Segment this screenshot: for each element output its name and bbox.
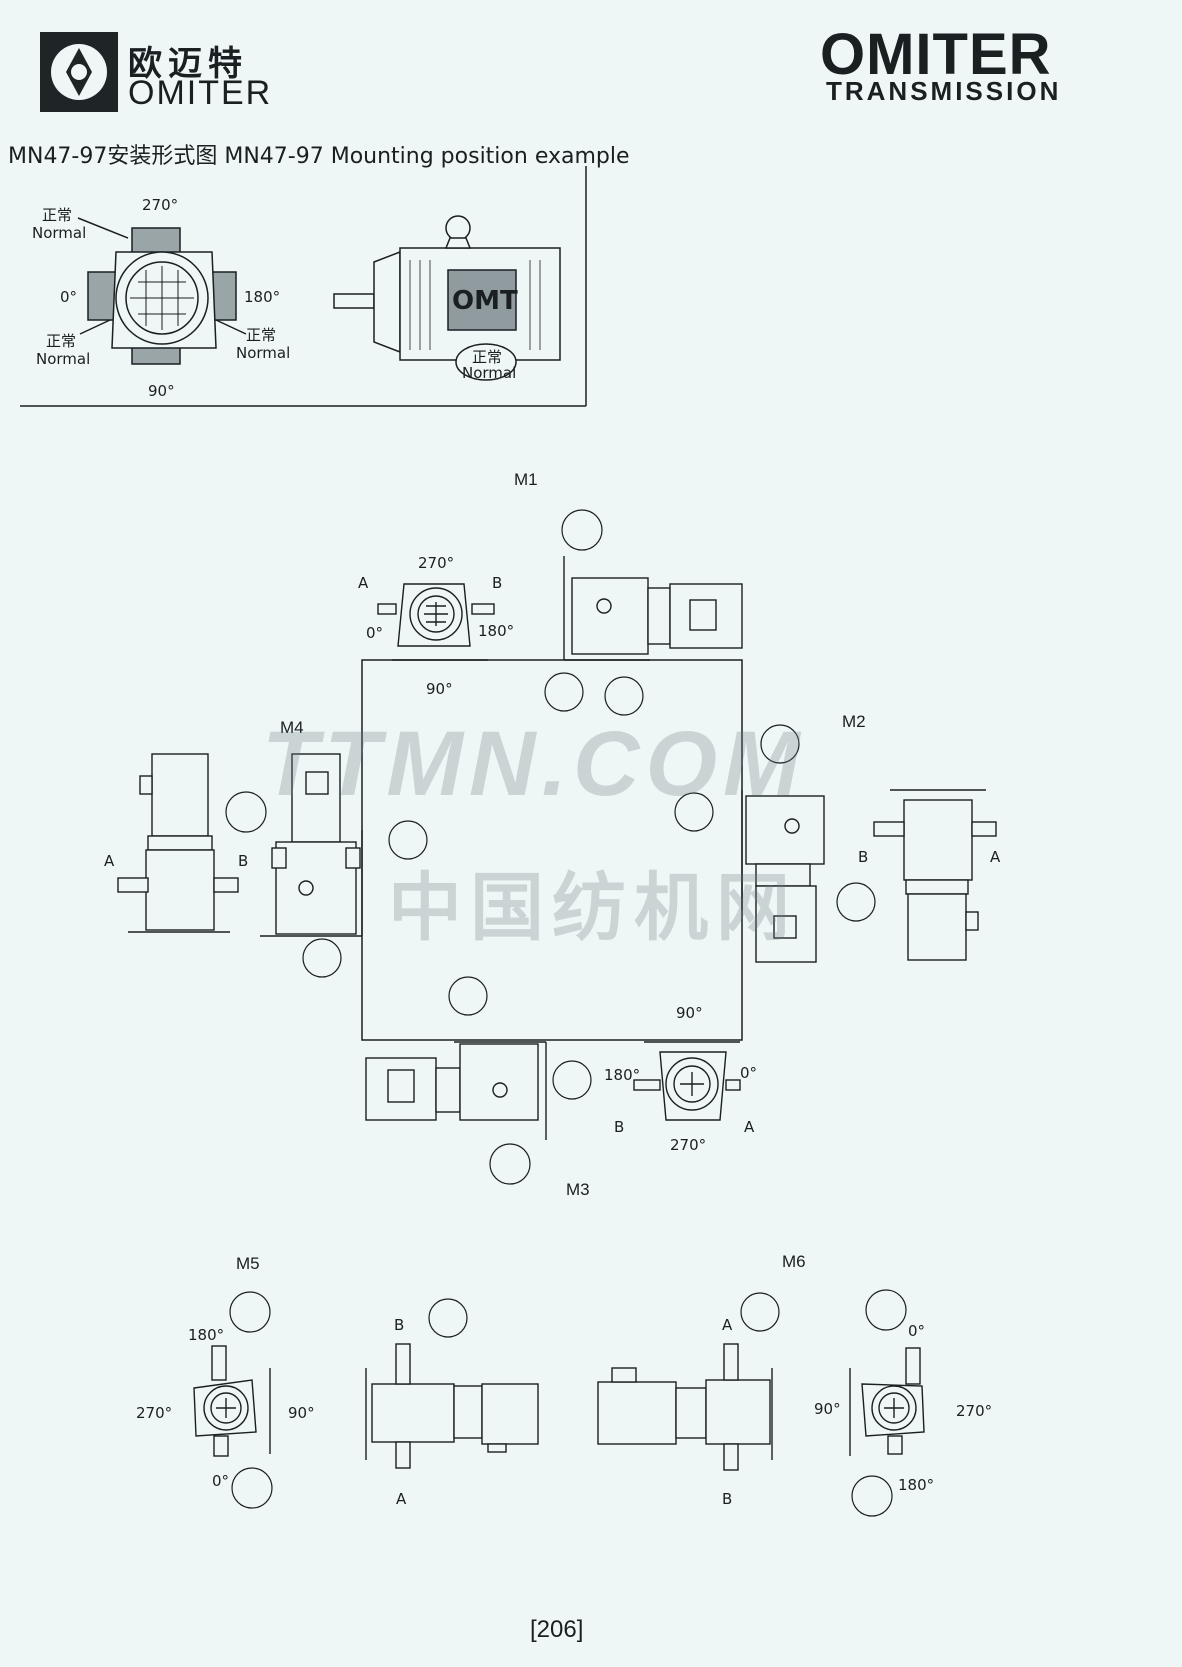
m3-front-view — [633, 1041, 741, 1121]
label-m2: M2 — [842, 712, 866, 731]
example-label-normal-en-4: Normal — [462, 364, 517, 382]
m3-label-90: 90° — [676, 1004, 703, 1022]
watermark-cn-text: 中国纺机网 — [388, 865, 798, 951]
m4-left-view — [117, 753, 239, 933]
m3-label-270: 270° — [670, 1136, 707, 1154]
example-label-90: 90° — [148, 382, 175, 400]
m6-label-270: 270° — [956, 1402, 993, 1420]
m5-label-90: 90° — [288, 1404, 315, 1422]
m1-label-a: A — [358, 574, 369, 592]
example-label-0: 0° — [60, 288, 78, 306]
omiter-logo-sub: TRANSMISSION — [826, 76, 1062, 106]
page-title: MN47-97安装形式图 MN47-97 Mounting position e… — [8, 144, 630, 169]
example-front-view — [77, 217, 247, 365]
m1-side-view — [563, 556, 743, 661]
m3-label-0: 0° — [740, 1064, 758, 1082]
m3-label-180: 180° — [604, 1066, 641, 1084]
example-label-normal-cn-3: 正常 — [246, 326, 277, 344]
example-label-normal-cn-2: 正常 — [46, 332, 77, 350]
m2-side-view — [741, 790, 825, 963]
label-m5: M5 — [236, 1254, 260, 1273]
m6-label-b: B — [722, 1490, 733, 1508]
m1-label-0: 0° — [366, 624, 384, 642]
watermark-text: TTMN.COM — [262, 713, 806, 815]
m5-label-0: 0° — [212, 1472, 230, 1490]
example-label-180: 180° — [244, 288, 281, 306]
m2-label-b: B — [858, 848, 869, 866]
brand-logo — [40, 32, 118, 112]
label-m1: M1 — [514, 470, 538, 489]
brand-name-cn: 欧迈特 — [128, 44, 248, 84]
m3-label-a: A — [744, 1118, 755, 1136]
m1-label-b: B — [492, 574, 503, 592]
m6-front-view — [849, 1347, 925, 1456]
example-label-normal-en-3: Normal — [236, 344, 291, 362]
omiter-logo-big: OMITER — [820, 22, 1052, 87]
m1-front-view — [377, 583, 495, 661]
m1-label-180: 180° — [478, 622, 515, 640]
m2-label-a: A — [990, 848, 1001, 866]
m4-label-b: B — [238, 852, 249, 870]
example-label-270: 270° — [142, 196, 179, 214]
m4-side-view — [260, 753, 363, 937]
example-label-normal-cn-4: 正常 — [472, 348, 503, 366]
m2-right-view — [873, 789, 997, 961]
m1-label-270: 270° — [418, 554, 455, 572]
example-label-normal-en-2: Normal — [36, 350, 91, 368]
page-number: [206] — [530, 1616, 584, 1643]
m6-label-a: A — [722, 1316, 733, 1334]
omiter-gear-icon — [40, 32, 118, 112]
m3-label-b: B — [614, 1118, 625, 1136]
m1-label-90: 90° — [426, 680, 453, 698]
m5-front-view — [193, 1345, 271, 1457]
m6-label-90: 90° — [814, 1400, 841, 1418]
label-m6: M6 — [782, 1252, 806, 1271]
m5-label-270: 270° — [136, 1404, 173, 1422]
example-label-normal-cn-1: 正常 — [42, 206, 73, 224]
example-motor-label: OMT — [452, 286, 518, 316]
lubrication-indicators — [225, 509, 907, 1517]
m5-label-b: B — [394, 1316, 405, 1334]
m5-label-a: A — [396, 1490, 407, 1508]
example-label-normal-en-1: Normal — [32, 224, 87, 242]
m6-label-0: 0° — [908, 1322, 926, 1340]
m4-label-a: A — [104, 852, 115, 870]
label-m3: M3 — [566, 1180, 590, 1199]
m5-label-180: 180° — [188, 1326, 225, 1344]
m6-side-view — [597, 1343, 773, 1471]
m5-side-view — [365, 1343, 539, 1469]
example-frame — [20, 166, 587, 407]
m3-side-view — [365, 1041, 547, 1140]
label-m4: M4 — [280, 718, 304, 737]
example-side-view — [333, 215, 561, 381]
brand-name-en: OMITER — [128, 74, 273, 112]
m6-label-180: 180° — [898, 1476, 935, 1494]
page-number-value: 206 — [536, 1616, 577, 1643]
